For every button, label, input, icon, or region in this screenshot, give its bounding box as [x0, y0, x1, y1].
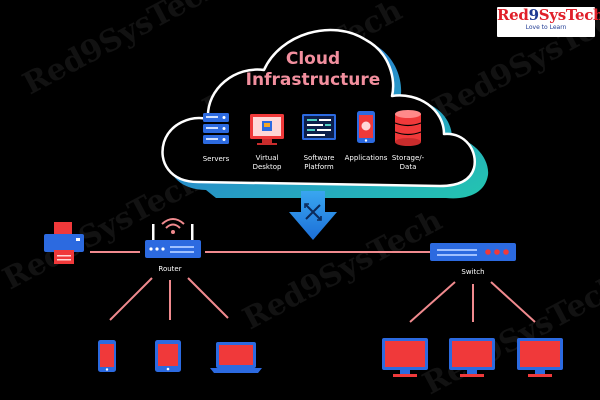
cloud-title-line2: Infrastructure — [246, 70, 381, 90]
service-label: Storage/- — [392, 154, 425, 162]
database-icon — [394, 110, 422, 146]
service-label: Platform — [304, 163, 334, 171]
smartphone-icon — [98, 340, 116, 372]
service-virtual-desktop: Virtual Desktop — [250, 114, 284, 171]
software-platform-icon — [302, 114, 336, 140]
service-label: Data — [400, 163, 417, 171]
service-label: Desktop — [253, 163, 282, 171]
monitor-icon — [449, 338, 495, 377]
switch-icon — [430, 243, 516, 261]
printer-icon — [44, 222, 84, 264]
brand-name: Red9SysTech — [497, 6, 600, 24]
monitor-icon — [382, 338, 428, 377]
watermark-text: Red9SysTech — [417, 268, 600, 400]
router-connectors — [109, 277, 229, 321]
brand-logo: Red9SysTech Love to Learn — [497, 6, 600, 37]
monitor-icon — [517, 338, 563, 377]
watermark-text: Red9SysTech — [17, 0, 228, 102]
service-software-platform: Software Platform — [302, 114, 336, 171]
router-label: Router — [158, 265, 181, 273]
laptop-icon — [210, 342, 262, 373]
download-arrow — [289, 191, 337, 240]
router-icon — [145, 218, 201, 258]
mobile-app-icon — [357, 111, 375, 143]
switch-label: Switch — [461, 268, 484, 276]
service-applications: Applications — [345, 111, 388, 162]
brand-tagline: Love to Learn — [525, 24, 567, 31]
service-label: Software — [304, 154, 335, 162]
switch-connectors — [409, 281, 536, 323]
service-label: Servers — [203, 155, 230, 163]
service-label: Virtual — [256, 154, 279, 162]
service-storage-data: Storage/- Data — [392, 110, 425, 171]
data-flow-icon — [304, 203, 322, 221]
cloud-outline — [161, 28, 477, 188]
server-stack-icon — [203, 113, 229, 144]
tablet-icon — [155, 340, 181, 372]
virtual-desktop-icon — [250, 114, 284, 145]
cloud-title-line1: Cloud — [286, 49, 340, 69]
watermark-text: Red9SysTech — [0, 163, 208, 297]
service-label: Applications — [345, 154, 388, 162]
service-servers: Servers — [203, 113, 230, 163]
